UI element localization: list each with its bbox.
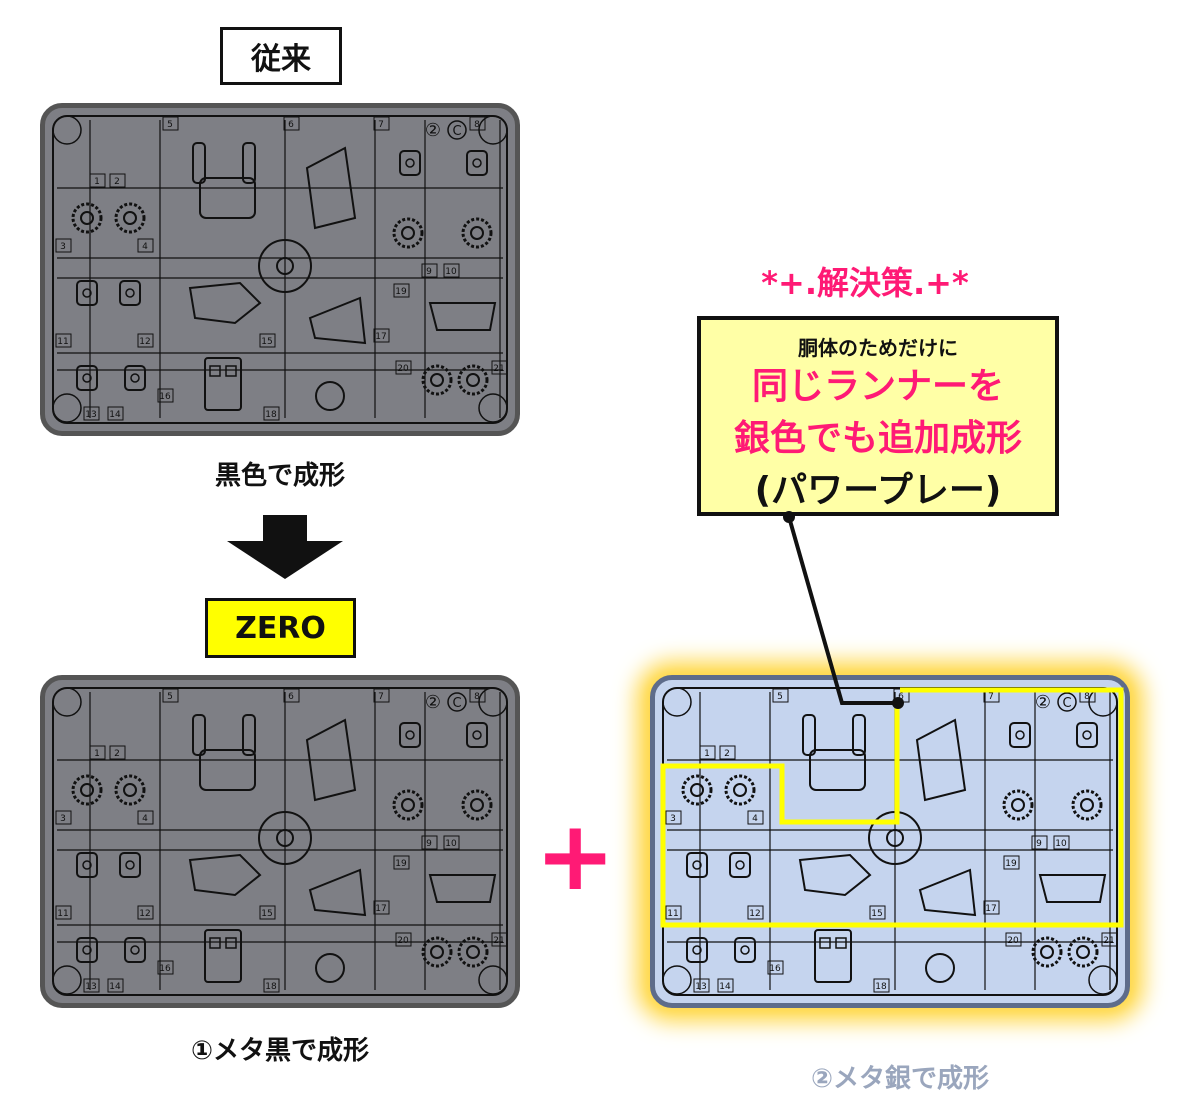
callout-line-1: 同じランナーを (751, 366, 1004, 407)
svg-text:2: 2 (114, 177, 120, 187)
svg-text:②: ② (425, 120, 441, 141)
svg-text:13: 13 (695, 982, 706, 992)
plus-sign-text: + (535, 800, 616, 912)
svg-text:4: 4 (752, 814, 758, 824)
svg-text:8: 8 (1084, 692, 1090, 702)
svg-text:18: 18 (265, 410, 277, 420)
svg-text:14: 14 (109, 410, 121, 420)
svg-text:10: 10 (445, 839, 457, 849)
down-arrow-icon (227, 515, 343, 579)
svg-text:14: 14 (109, 982, 121, 992)
solution-callout: 胴体のためだけに 同じランナーを 銀色でも追加成形 (パワープレー) (697, 316, 1059, 516)
svg-text:18: 18 (875, 982, 887, 992)
svg-text:19: 19 (395, 859, 407, 869)
svg-text:18: 18 (265, 982, 277, 992)
caption-meta-silver-text: ②メタ銀で成形 (810, 1064, 989, 1094)
solution-headline-text: *+.解決策.+* (761, 264, 969, 302)
solution-headline: *+.解決策.+* (720, 258, 1010, 304)
svg-text:10: 10 (1055, 839, 1067, 849)
svg-text:9: 9 (1036, 839, 1042, 849)
svg-text:19: 19 (1005, 859, 1017, 869)
svg-text:21: 21 (493, 936, 504, 946)
torso-parts-highlight (660, 687, 1124, 928)
svg-text:4: 4 (142, 242, 148, 252)
svg-text:4: 4 (142, 814, 148, 824)
caption-meta-black-text: ①メタ黒で成形 (190, 1036, 369, 1066)
svg-text:1: 1 (704, 749, 710, 759)
callout-subtitle: 胴体のためだけに (798, 336, 958, 360)
svg-text:3: 3 (60, 814, 66, 824)
svg-text:10: 10 (445, 267, 457, 277)
plus-sign: + (535, 808, 615, 904)
svg-text:5: 5 (167, 120, 173, 130)
svg-text:17: 17 (375, 904, 386, 914)
svg-text:11: 11 (57, 909, 68, 919)
svg-text:7: 7 (378, 692, 384, 702)
svg-text:②: ② (425, 692, 441, 713)
svg-text:12: 12 (139, 337, 150, 347)
svg-text:C: C (452, 696, 461, 711)
svg-text:12: 12 (139, 909, 150, 919)
callout-line-3: (パワープレー) (754, 470, 1002, 511)
svg-text:21: 21 (1103, 936, 1114, 946)
svg-text:16: 16 (159, 964, 171, 974)
svg-text:13: 13 (85, 410, 96, 420)
svg-text:15: 15 (261, 337, 272, 347)
svg-text:21: 21 (493, 364, 504, 374)
svg-text:7: 7 (378, 120, 384, 130)
svg-text:6: 6 (898, 692, 904, 702)
svg-text:12: 12 (749, 909, 760, 919)
svg-text:11: 11 (667, 909, 678, 919)
callout-line-2: 銀色でも追加成形 (733, 418, 1022, 459)
svg-text:17: 17 (985, 904, 996, 914)
svg-text:16: 16 (769, 964, 781, 974)
svg-text:6: 6 (288, 120, 294, 130)
caption-meta-silver: ②メタ銀で成形 (770, 1058, 1030, 1095)
svg-text:16: 16 (159, 392, 171, 402)
svg-text:20: 20 (1007, 936, 1019, 946)
svg-text:9: 9 (426, 839, 432, 849)
svg-text:C: C (1062, 696, 1071, 711)
svg-text:15: 15 (871, 909, 882, 919)
svg-text:15: 15 (261, 909, 272, 919)
label-zero-text: ZERO (235, 610, 326, 646)
svg-text:5: 5 (167, 692, 173, 702)
label-zero: ZERO (205, 598, 356, 658)
caption-meta-black: ①メタ黒で成形 (150, 1030, 410, 1067)
caption-black-molding: 黒色で成形 (180, 455, 380, 492)
svg-text:17: 17 (375, 332, 386, 342)
label-conventional: 従来 (220, 27, 342, 85)
svg-text:9: 9 (426, 267, 432, 277)
svg-text:7: 7 (988, 692, 994, 702)
svg-text:20: 20 (397, 364, 409, 374)
caption-black-molding-text: 黒色で成形 (214, 461, 345, 491)
svg-text:13: 13 (85, 982, 96, 992)
svg-text:2: 2 (724, 749, 730, 759)
svg-text:8: 8 (474, 120, 480, 130)
svg-text:1: 1 (94, 177, 100, 187)
svg-text:C: C (452, 124, 461, 139)
svg-text:3: 3 (60, 242, 66, 252)
svg-text:11: 11 (57, 337, 68, 347)
svg-text:6: 6 (288, 692, 294, 702)
svg-text:3: 3 (670, 814, 676, 824)
svg-text:8: 8 (474, 692, 480, 702)
svg-text:②: ② (1035, 692, 1051, 713)
svg-text:1: 1 (94, 749, 100, 759)
svg-text:2: 2 (114, 749, 120, 759)
svg-text:19: 19 (395, 287, 407, 297)
svg-text:20: 20 (397, 936, 409, 946)
svg-text:14: 14 (719, 982, 731, 992)
label-conventional-text: 従来 (251, 42, 311, 77)
callout-connector (783, 511, 904, 709)
svg-text:5: 5 (777, 692, 783, 702)
